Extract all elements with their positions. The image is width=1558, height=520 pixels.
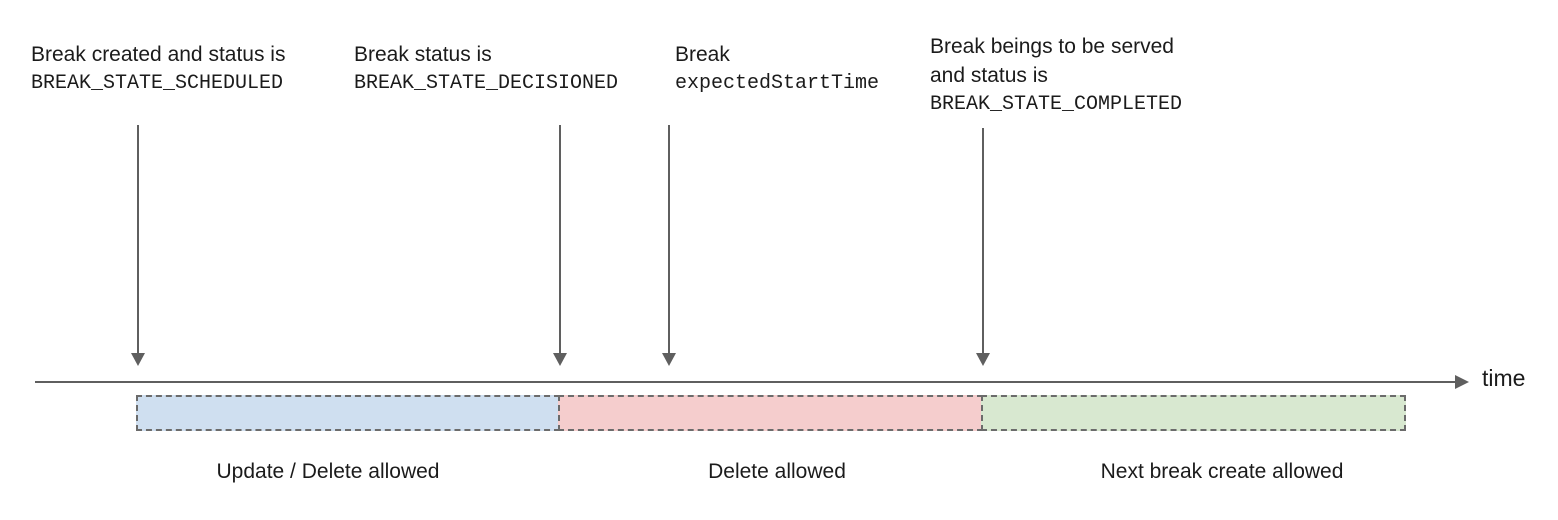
arrow-head [553, 353, 567, 366]
phase-caption-update-delete-allowed: Update / Delete allowed [216, 460, 440, 483]
annotation-break-expected-start-time: Break expectedStartTime [675, 40, 879, 98]
axis-arrow-head-icon [1455, 375, 1469, 389]
annotation-break-served-completed: Break beings to be served and status is … [930, 32, 1182, 119]
phase-bar-update-delete-allowed [136, 395, 560, 431]
arrow-shaft [668, 125, 670, 354]
annotation-code: BREAK_STATE_COMPLETED [930, 93, 1183, 116]
timeline-axis [35, 375, 1469, 389]
phase-bar-delete-allowed [558, 395, 983, 431]
marker-arrow-scheduled-icon [131, 125, 145, 366]
phase-bar-next-break-create-allowed [981, 395, 1406, 431]
annotation-break-status-decisioned: Break status is BREAK_STATE_DECISIONED [354, 40, 618, 98]
phase-caption-next-break-create-allowed: Next break create allowed [1100, 460, 1344, 483]
marker-arrow-completed-icon [976, 128, 990, 366]
axis-line [35, 381, 1456, 383]
arrow-head [976, 353, 990, 366]
annotation-text-line: Break [675, 43, 730, 66]
annotation-text-line: Break beings to be served [930, 35, 1174, 58]
annotation-code: expectedStartTime [675, 72, 880, 95]
annotation-code: BREAK_STATE_SCHEDULED [31, 72, 284, 95]
axis-label-time: time [1482, 365, 1526, 391]
arrow-shaft [559, 125, 561, 354]
arrow-head [662, 353, 676, 366]
marker-arrow-expected-start-time-icon [662, 125, 676, 366]
annotation-text-line: Break status is [354, 43, 492, 66]
annotation-code: BREAK_STATE_DECISIONED [354, 72, 619, 95]
arrow-shaft [137, 125, 139, 354]
annotation-text-line: Break created and status is [31, 43, 286, 66]
annotation-text-line: and status is [930, 64, 1048, 87]
arrow-head [131, 353, 145, 366]
annotation-break-created-scheduled: Break created and status is BREAK_STATE_… [31, 40, 285, 98]
arrow-shaft [982, 128, 984, 354]
marker-arrow-decisioned-icon [553, 125, 567, 366]
phase-caption-delete-allowed: Delete allowed [708, 460, 846, 483]
